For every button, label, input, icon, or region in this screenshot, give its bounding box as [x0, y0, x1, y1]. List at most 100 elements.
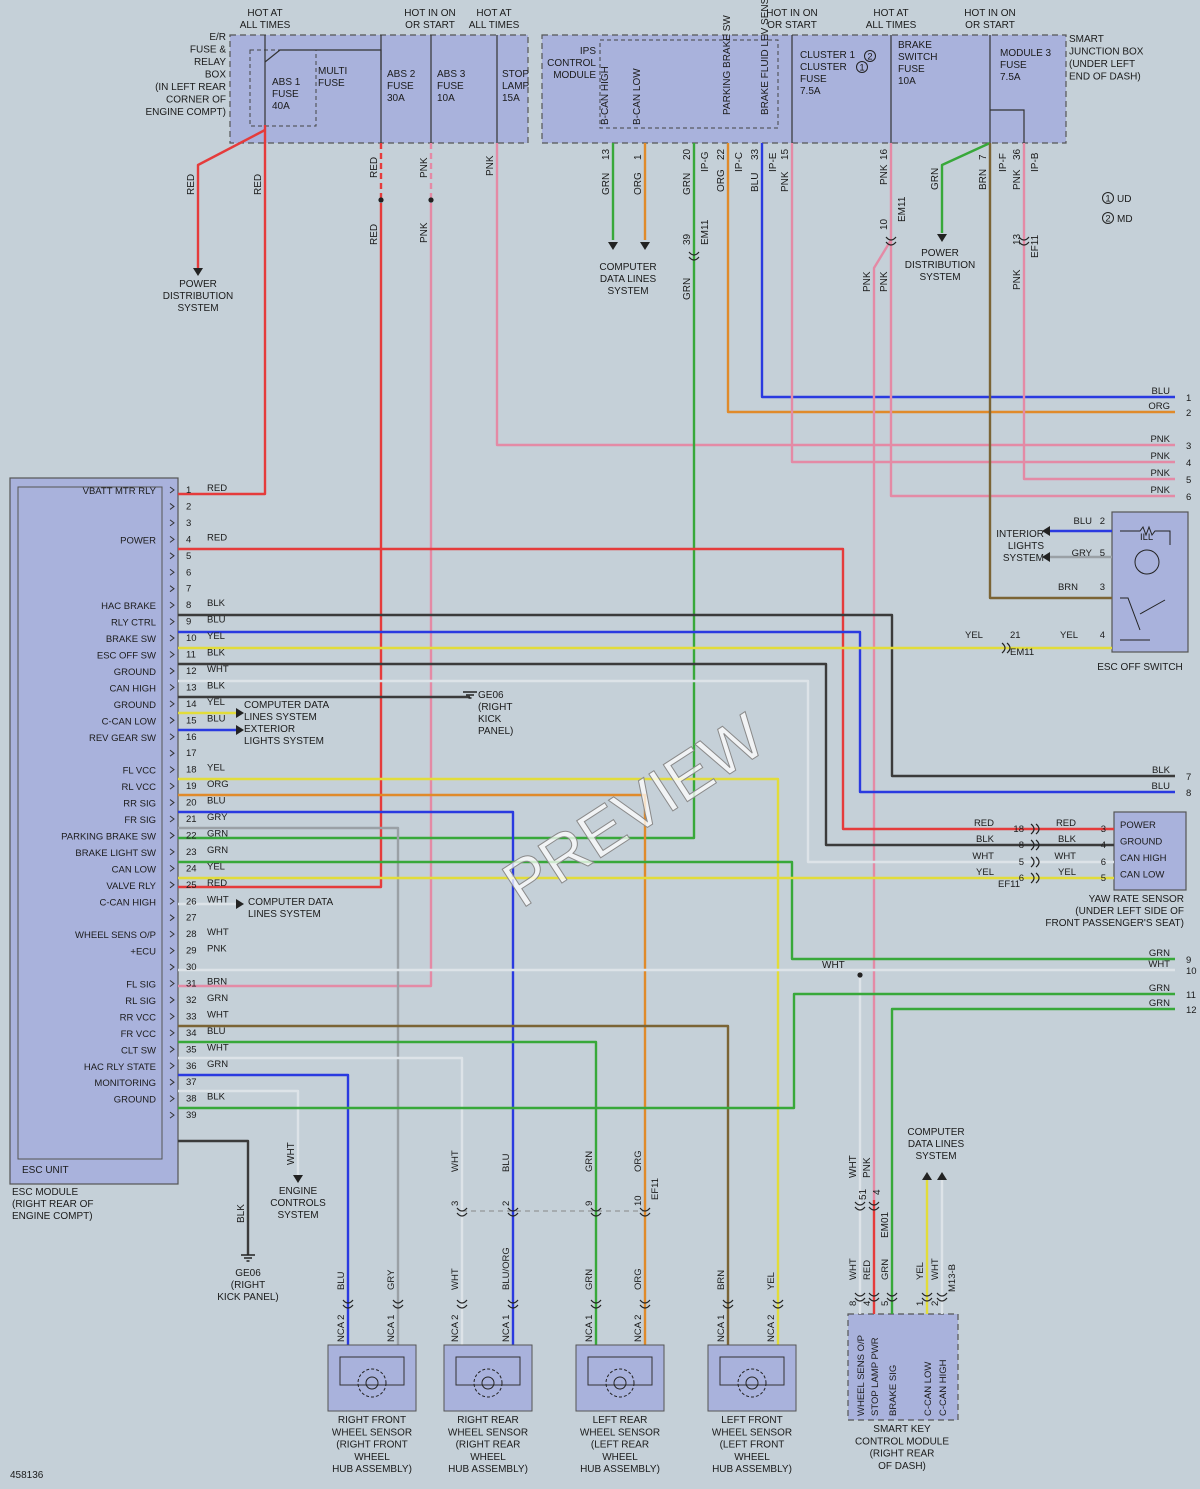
wire-color-label: PNK: [1012, 269, 1023, 290]
right-edge-number: 5: [1186, 475, 1191, 486]
er-box-title: ENGINE COMPT): [145, 107, 226, 118]
sensor-pin: NCA 2: [336, 1315, 347, 1342]
er-box-title: E/R: [209, 32, 226, 43]
esc-pin-color: PNK: [207, 944, 227, 955]
computer-data-lines-label: LINES SYSTEM: [248, 909, 321, 920]
esc-pin-color: RED: [207, 532, 227, 543]
sensor-pin: NCA 1: [716, 1315, 727, 1342]
wire-right-5: [1022, 143, 1175, 481]
yaw-wire-color: YEL: [1058, 867, 1076, 878]
wire-esc-pin18: [178, 777, 780, 1360]
smart-key-wire-color: YEL: [915, 1262, 926, 1280]
coil-icon: [455, 1356, 521, 1386]
yaw-wire-color: YEL: [976, 867, 994, 878]
wire-pds2: [940, 141, 991, 233]
pin-number: 9: [584, 1201, 595, 1206]
wire-esc-pin25: [178, 205, 383, 889]
sensor-wire-color: ORG: [633, 1268, 644, 1290]
esc-pin-number: 33: [186, 1011, 197, 1022]
connector-icon: [342, 1299, 354, 1309]
fuse-label: 7.5A: [800, 86, 821, 97]
esc-pin-label: C-CAN LOW: [102, 716, 156, 727]
smart-key-label: (RIGHT REAR: [870, 1449, 935, 1460]
pin-chevron-icon: [169, 1045, 175, 1053]
esc-pin-number: 6: [186, 567, 191, 578]
yaw-wire-color: RED: [974, 818, 994, 829]
pin-number: 1: [633, 154, 644, 160]
wire-color-label: ORG: [716, 169, 727, 192]
coil-icon: [339, 1356, 405, 1386]
wire-color-label: GRN: [682, 278, 693, 300]
connector-icon: [1018, 236, 1030, 246]
wire-smart-key-pnk: [872, 143, 893, 1200]
esc-pin-label: CAN HIGH: [110, 683, 157, 694]
wheel-sensor-box: [575, 1344, 665, 1412]
sensor-wire-color: BLU: [501, 1153, 512, 1172]
esc-pin-number: 28: [186, 929, 197, 940]
sensor-wire-color: GRN: [584, 1269, 595, 1290]
connector-icon: [507, 1299, 519, 1309]
esc-pin-label: RR SIG: [123, 799, 156, 810]
esc-pin-color: YEL: [207, 697, 225, 708]
ground-label: PANEL): [478, 726, 513, 737]
wire-color-label: RED: [253, 174, 264, 195]
esc-pin-number: 20: [186, 798, 197, 809]
engine-controls-label: CONTROLS: [270, 1198, 326, 1209]
esc-pin-label: RLY CTRL: [111, 618, 156, 629]
connector-id: EF11: [998, 879, 1020, 890]
pin-number: 2: [501, 1201, 512, 1206]
wire-switch-brn: [988, 143, 1112, 600]
esc-pin-label: C-CAN HIGH: [100, 897, 157, 908]
label: 2: [1105, 214, 1110, 225]
wire-color-label: PNK: [1012, 169, 1023, 190]
esc-pin-color: RED: [207, 878, 227, 889]
wheel-sensor-label: WHEEL SENSOR: [712, 1427, 792, 1438]
pin-number: 15: [780, 148, 791, 160]
esc-pin-number: 17: [186, 748, 197, 759]
connector-id: EM01: [880, 1211, 891, 1238]
wire-color-label: ORG: [633, 172, 644, 195]
right-edge-color: BLU: [1152, 386, 1171, 397]
hot-label: ALL TIMES: [240, 20, 291, 31]
sjb-title: END OF DASH): [1069, 72, 1141, 83]
tone-wheel-icon: [481, 1376, 495, 1390]
pin-number: 7: [978, 154, 989, 160]
esc-pin-label: GROUND: [114, 667, 156, 678]
wire-esc-pin21: [178, 826, 400, 1360]
fuse-label: 30A: [387, 93, 405, 104]
hot-label: OR START: [965, 20, 1015, 31]
wheel-sensor-label: WHEEL SENSOR: [448, 1427, 528, 1438]
switch-wire-color: YEL: [965, 630, 983, 641]
wire-color-label: PNK: [419, 157, 430, 178]
hot-label: HOT AT: [247, 8, 282, 19]
esc-pin-label: RL SIG: [125, 996, 156, 1007]
connector-id: EM11: [1010, 647, 1034, 658]
multi-fuse-frame: [249, 49, 317, 127]
esc-pin-number: 11: [186, 650, 196, 661]
splice-dot: [378, 197, 384, 203]
er-fuse-relay-box: [229, 34, 529, 144]
smart-key-pin-label: C-CAN HIGH: [938, 1359, 949, 1416]
arrow-left-icon: [1042, 552, 1050, 562]
resistor-icon: [1120, 525, 1171, 545]
esc-pin-label: RL VCC: [122, 782, 157, 793]
esc-pin-color: GRN: [207, 1059, 228, 1070]
right-edge-color: PNK: [1150, 468, 1170, 479]
connector-icon: [507, 1207, 519, 1217]
esc-pin-number: 38: [186, 1094, 197, 1105]
wheel-sensor-label: (LEFT REAR: [591, 1440, 649, 1451]
pin-chevron-icon: [169, 1111, 175, 1119]
esc-module-label: ENGINE COMPT): [12, 1211, 93, 1222]
esc-pin-color: ORG: [207, 779, 229, 790]
esc-pin-label: CAN LOW: [112, 864, 156, 875]
smart-key-wire-color: GRN: [880, 1259, 891, 1280]
wheel-sensor-label: WHEEL: [470, 1452, 506, 1463]
coil-icon: [587, 1356, 653, 1386]
yaw-pin: 3: [1101, 824, 1106, 835]
pin-chevron-icon: [169, 552, 175, 560]
connector-icon: [590, 1299, 602, 1309]
legend-mark-icon: [1102, 212, 1114, 224]
pin-chevron-icon: [169, 782, 175, 790]
